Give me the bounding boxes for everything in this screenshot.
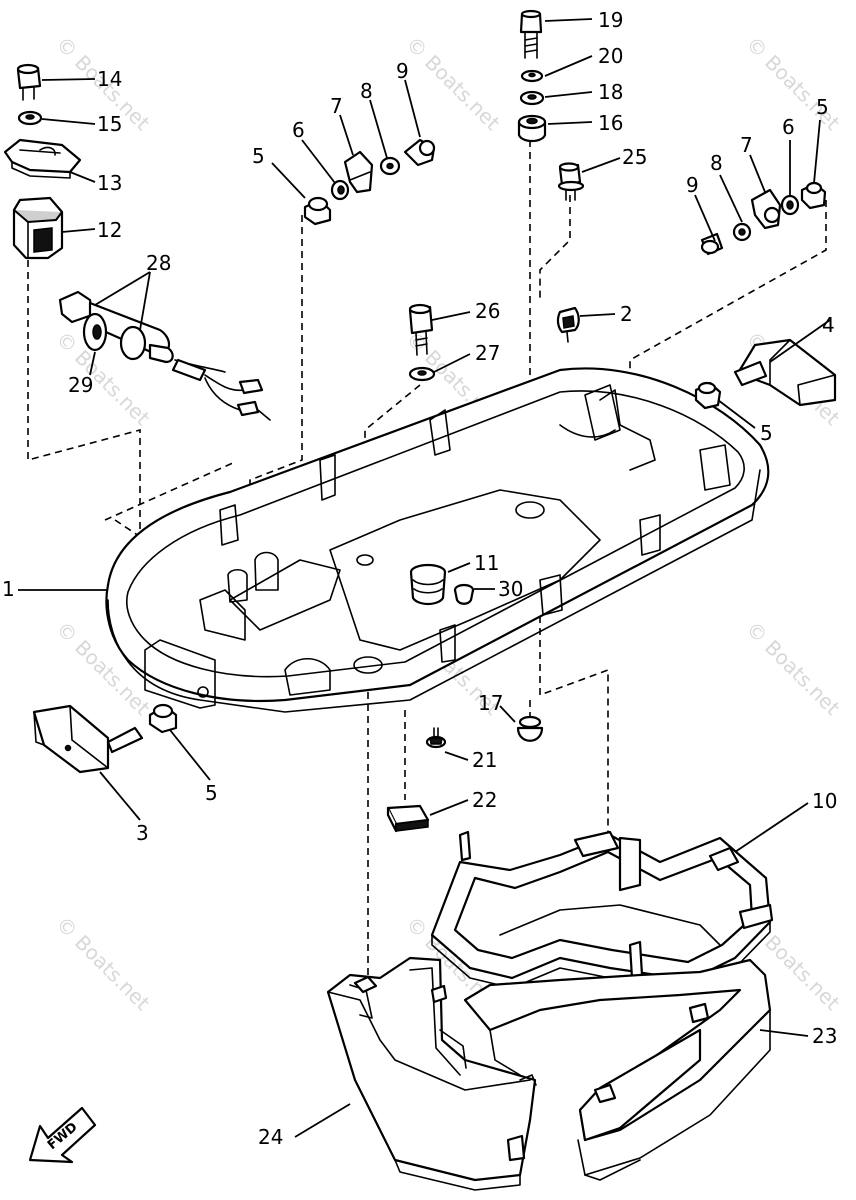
callout-23: 23 <box>812 1024 837 1048</box>
collar-18 <box>519 90 545 106</box>
callout-12: 12 <box>97 218 122 242</box>
plug-30 <box>453 583 475 605</box>
callout-5-right: 5 <box>816 95 829 119</box>
washer-20 <box>520 69 544 83</box>
callout-29: 29 <box>68 373 93 397</box>
callouts: 14 15 13 12 28 29 1 3 5 5 6 7 8 9 19 20 … <box>2 8 837 1149</box>
washer-6-right <box>780 194 800 216</box>
callout-2: 2 <box>620 302 633 326</box>
callout-1: 1 <box>2 577 15 601</box>
grommet-17 <box>516 715 544 742</box>
callout-6-top: 6 <box>292 118 305 142</box>
washer-29 <box>82 312 108 352</box>
callout-15: 15 <box>97 112 122 136</box>
callout-5-right-lower: 5 <box>760 421 773 445</box>
callout-18: 18 <box>598 80 623 104</box>
callout-21: 21 <box>472 748 497 772</box>
callout-9-top: 9 <box>396 59 409 83</box>
leader-lines <box>18 18 831 1138</box>
callout-4: 4 <box>822 313 835 337</box>
callout-14: 14 <box>97 67 122 91</box>
callout-28: 28 <box>146 251 171 275</box>
bushing-5-right <box>800 181 827 210</box>
switch-28 <box>58 290 271 421</box>
bolt-25 <box>557 162 585 201</box>
bolt-19 <box>519 9 543 59</box>
washer-6-top <box>330 179 350 201</box>
washer-8-top <box>379 156 401 176</box>
callout-5-lower-left: 5 <box>205 781 218 805</box>
bolt-9-top <box>403 138 436 167</box>
damper-12 <box>12 196 64 260</box>
callout-8-right: 8 <box>710 151 723 175</box>
bushing-5-right-lower <box>694 381 722 410</box>
callout-3: 3 <box>136 821 149 845</box>
callout-6-right: 6 <box>782 115 795 139</box>
callout-22: 22 <box>472 788 497 812</box>
watermark-2: © Boats.net <box>401 32 504 135</box>
callout-11: 11 <box>474 551 499 575</box>
callout-25: 25 <box>622 145 647 169</box>
callout-10: 10 <box>812 789 837 813</box>
bolt-14 <box>16 63 42 101</box>
callout-17: 17 <box>478 691 503 715</box>
screw-2 <box>556 306 580 343</box>
bushing-5-left-lower <box>148 703 178 734</box>
lower-cover-24 <box>326 956 537 1191</box>
watermark-9: © Boats.net <box>741 617 844 720</box>
washer-15 <box>17 110 43 126</box>
washer-8-right <box>732 222 752 242</box>
fwd-arrow: FWD <box>28 1106 97 1164</box>
callout-30: 30 <box>498 577 523 601</box>
bolt-9-right <box>700 232 724 256</box>
callout-26: 26 <box>475 299 500 323</box>
callout-9-right: 9 <box>686 173 699 197</box>
screw-21 <box>425 727 447 749</box>
washer-27 <box>408 366 436 382</box>
callout-20: 20 <box>598 44 623 68</box>
bracket-7-top <box>343 150 374 194</box>
callout-5-top: 5 <box>252 144 265 168</box>
grommet-16 <box>517 114 547 143</box>
callout-7-top: 7 <box>330 94 343 118</box>
pad-22 <box>386 804 430 833</box>
bracket-13 <box>3 138 82 179</box>
bracket-7-right <box>750 188 782 230</box>
handle-3 <box>32 704 144 774</box>
grommet-11 <box>409 563 447 606</box>
callout-19: 19 <box>598 8 623 32</box>
bottom-cowling <box>105 367 770 713</box>
bushing-5-top <box>303 196 332 226</box>
callout-13: 13 <box>97 171 122 195</box>
bolt-26 <box>408 303 434 356</box>
callout-24: 24 <box>258 1125 283 1149</box>
seal-10 <box>430 830 774 991</box>
lower-cover-23 <box>463 958 772 1181</box>
callout-27: 27 <box>475 341 500 365</box>
callout-8-top: 8 <box>360 79 373 103</box>
callout-16: 16 <box>598 111 623 135</box>
watermark-10: © Boats.net <box>51 912 154 1015</box>
handle-4 <box>733 338 837 407</box>
callout-7-right: 7 <box>740 133 753 157</box>
